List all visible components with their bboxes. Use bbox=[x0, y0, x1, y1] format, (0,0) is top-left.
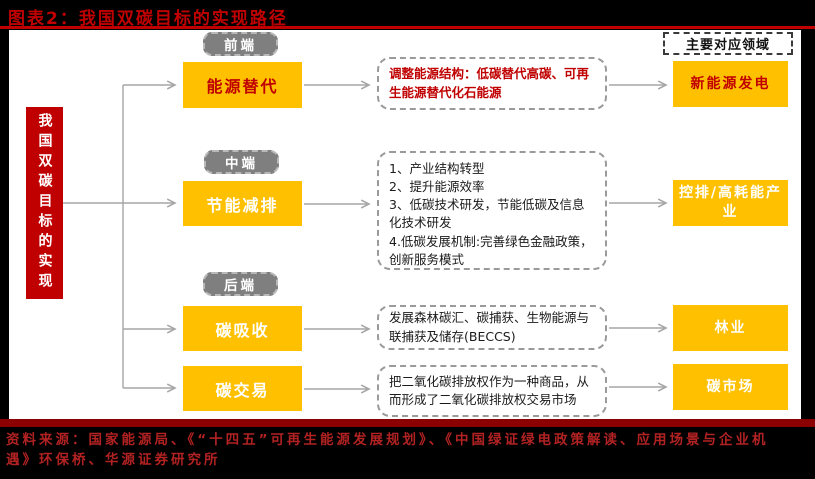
target-box-high-energy-industry: 控排/高耗能产业 bbox=[673, 180, 788, 226]
legend-main-corresponding-fields: 主要对应领域 bbox=[663, 32, 793, 55]
stage-tag-front-end: 前端 bbox=[203, 32, 278, 56]
desc-line-2: 2、提升能源效率 bbox=[389, 179, 485, 195]
desc-box-carbon-trading: 把二氧化碳排放权作为一种商品，从而形成了二氧化碳排放权交易市场 bbox=[377, 365, 607, 417]
path-box-carbon-absorption: 碳吸收 bbox=[183, 306, 302, 351]
desc-text: 发展森林碳汇、碳捕获、生物能源与联捕获及储存(BECCS) bbox=[389, 310, 590, 344]
desc-box-energy-saving: 1、产业结构转型 2、提升能源效率 3、低碳技术研发，节能低碳及信息化技术研发 … bbox=[377, 151, 607, 270]
target-box-carbon-market: 碳市场 bbox=[673, 364, 788, 410]
desc-box-energy-substitution: 调整能源结构：低碳替代高碳、可再生能源替代化石能源 bbox=[377, 57, 607, 110]
path-box-carbon-trading: 碳交易 bbox=[183, 366, 302, 411]
title-divider bbox=[0, 26, 815, 29]
figure-title: 图表2：我国双碳目标的实现路径 bbox=[8, 9, 288, 29]
desc-box-carbon-absorption: 发展森林碳汇、碳捕获、生物能源与联捕获及储存(BECCS) bbox=[377, 305, 607, 350]
desc-line-1: 1、产业结构转型 bbox=[389, 161, 485, 176]
footer-divider bbox=[0, 419, 815, 427]
path-box-energy-substitution: 能源替代 bbox=[183, 62, 302, 108]
path-box-energy-saving-emission-reduction: 节能减排 bbox=[183, 181, 302, 226]
desc-text: 调整能源结构：低碳替代高碳、可再生能源替代化石能源 bbox=[389, 66, 590, 100]
target-box-forestry: 林业 bbox=[673, 305, 788, 351]
desc-text: 把二氧化碳排放权作为一种商品，从而形成了二氧化碳排放权交易市场 bbox=[389, 373, 590, 407]
desc-line-3: 3、低碳技术研发，节能低碳及信息化技术研发 bbox=[389, 197, 585, 231]
root-node-dual-carbon-goal: 我国双碳目标的实现 bbox=[26, 107, 63, 299]
desc-line-4: 4.低碳发展机制:完善绿色金融政策，创新服务模式 bbox=[389, 233, 593, 267]
stage-tag-mid-end: 中端 bbox=[204, 150, 279, 174]
stage-tag-back-end: 后端 bbox=[203, 272, 278, 296]
source-note: 资料来源：国家能源局、《“十四五”可再生能源发展规划》、《中国绿证绿电政策解读、… bbox=[6, 432, 769, 468]
target-box-new-energy-power: 新能源发电 bbox=[673, 61, 788, 107]
